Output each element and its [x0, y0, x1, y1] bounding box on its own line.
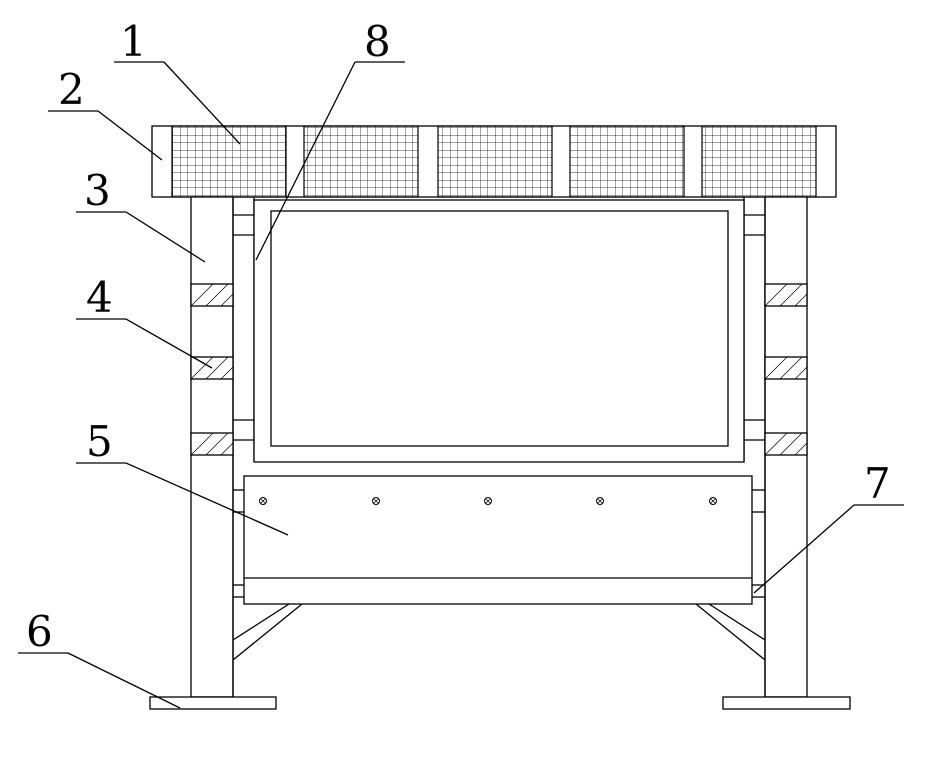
right-brace [695, 603, 766, 661]
callout-label-6: 6 [26, 607, 53, 656]
bolt-icon [709, 497, 717, 505]
callout-label-2: 2 [58, 65, 85, 114]
callout-2: 2 [48, 65, 163, 161]
callout-label-3: 3 [84, 166, 111, 215]
right-clamp-top [764, 283, 808, 307]
callout-5: 5 [76, 417, 289, 536]
screw-bolts [259, 497, 717, 505]
callout-4: 4 [76, 273, 213, 369]
left-clamp-bottom [190, 432, 234, 456]
lower-cabinet [243, 475, 753, 605]
right-clamp-bottom [764, 432, 808, 456]
callout-label-7: 7 [864, 459, 891, 508]
callout-1: 1 [114, 17, 241, 145]
left-inner-strip [232, 197, 255, 697]
solar-cell-panels [171, 125, 817, 198]
callout-label-4: 4 [86, 273, 113, 322]
left-brace [232, 603, 303, 661]
callout-label-5: 5 [86, 417, 113, 466]
callout-label-8: 8 [364, 17, 391, 66]
bolt-icon [259, 497, 267, 505]
right-base-plate [722, 696, 851, 710]
callout-7: 7 [753, 459, 904, 594]
callout-6: 6 [18, 607, 181, 709]
display-board-inner [270, 210, 729, 447]
left-clamp-top [190, 283, 234, 307]
bolt-icon [484, 497, 492, 505]
right-clamp-middle [764, 356, 808, 380]
bolt-icon [596, 497, 604, 505]
right-inner-strip [743, 197, 766, 697]
left-base-plate [149, 696, 277, 710]
callout-8: 8 [255, 17, 405, 261]
callout-label-1: 1 [120, 17, 147, 66]
bolt-icon [372, 497, 380, 505]
callout-3: 3 [76, 166, 206, 263]
